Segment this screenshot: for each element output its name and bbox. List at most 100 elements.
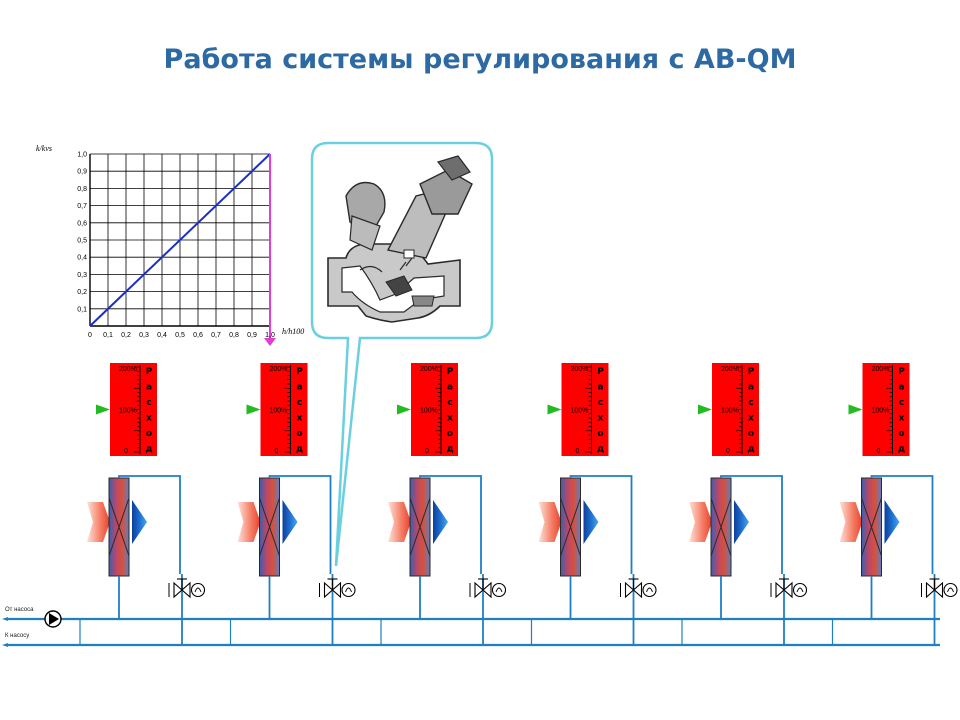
hot-air-arrow [839,502,863,542]
gauge-word-letter: о [146,429,152,439]
flow-gauge-body [561,363,609,456]
valve-actuator [642,582,657,598]
control-valve-icon [770,578,808,599]
position-marker-arrow [264,338,276,346]
gauge-word-letter: д [747,445,754,455]
gauge-scale-mid: 100% [119,408,137,415]
heat-exchanger-icon [87,477,147,577]
flow-indicator-arrow [547,404,562,415]
exchanger-diagonal [560,497,581,557]
gauge-word-letter: с [447,398,452,408]
exchanger-diagonal [108,497,130,557]
control-valve-icon [921,578,958,599]
pipe-network: От насоса К насосу 200%100%0Расход200%10… [2,363,958,647]
flow-gauge-body [712,363,759,456]
gauge-scale-top: 200% [872,366,890,373]
gauge-scale-top: 200% [571,366,589,373]
x-tick-label: 0,6 [193,332,203,339]
valve-actuator-mark [646,587,653,593]
x-tick-label: 0,2 [121,332,131,339]
gauge-word-letter: д [898,445,905,455]
gauge-word-letter: с [146,398,151,408]
heat-exchanger-icon [538,477,599,577]
valve-actuator [190,582,206,598]
valve-actuator-mark [194,587,202,593]
cold-air-arrow [583,500,599,544]
valve-actuator-mark [947,587,954,593]
gauge-scale-bottom: 0 [576,448,580,455]
hot-air-arrow [538,502,562,542]
gauge-word-letter: о [296,429,302,439]
heat-exchanger-icon [237,477,298,577]
hot-air-arrow [87,502,110,542]
exchanger-diagonal [710,497,732,557]
y-tick-label: 0,1 [77,306,87,313]
flow-indicator-arrow [848,404,863,415]
gauge-word-letter: а [296,383,302,393]
gauge-word-letter: д [145,445,152,455]
y-tick-label: 0,6 [77,220,87,227]
return-pipe-label: К насосу [5,633,29,639]
valve-actuator-mark [345,587,352,593]
unit-piping [831,475,936,645]
gauge-word-letter: о [898,429,904,439]
gauge-word-letter: Р [748,367,755,377]
flow-gauge-body [862,363,910,456]
gauge-word-letter: д [296,445,303,455]
heat-exchanger-icon [689,477,749,577]
gauge-word-letter: Р [597,367,604,377]
supply-pipe-label: От насоса [5,607,34,613]
unit-pipe-top [870,475,934,574]
gauge-word-letter: а [447,383,453,393]
page-title: Работа системы регулирования с AB-QM [163,44,797,75]
gauge-word-letter: с [598,398,603,408]
gauge-word-letter: а [146,383,152,393]
gauge-word-letter: Р [447,367,454,377]
valve-actuator-mark [495,587,503,593]
x-tick-label: 0,9 [247,332,257,339]
x-axis-label: h/h100 [282,327,304,336]
x-tick-label: 0,7 [211,332,221,339]
heat-exchanger-icon [388,477,448,577]
y-tick-label: 1,0 [77,152,87,159]
gauge-scale-bottom: 0 [275,448,279,455]
gauge-scale-mid: 100% [721,408,739,415]
control-valve-icon [469,578,507,599]
series-line [89,153,271,327]
gauge-word-letter: х [297,414,303,424]
x-tick-label: 0 [88,332,92,339]
gauge-word-letter: х [598,414,604,424]
heat-exchanger-icon [839,477,900,577]
gauge-word-letter: д [597,445,604,455]
flow-gauge-body [260,363,308,456]
unit-pipe-top [118,475,181,574]
valve-actuator-mark [796,587,804,593]
cold-air-arrow [734,500,749,544]
y-tick-label: 0,8 [77,186,87,193]
flow-indicator-arrow [397,404,411,415]
y-axis-label: k/kvs [36,144,52,153]
gauge-word-letter: х [899,414,905,424]
exchanger-diagonal [861,497,882,557]
gauge-word-letter: с [899,398,904,408]
gauge-word-letter: о [447,429,453,439]
unit-pipe-top [419,475,482,574]
gauge-scale-top: 200% [721,366,739,373]
y-tick-label: 0,5 [77,238,87,245]
control-valve-icon [620,578,657,599]
gauge-word-letter: о [748,429,754,439]
control-valve-icon [168,578,206,599]
gauge-word-letter: х [447,414,453,424]
control-valve-icon [319,578,356,599]
gauge-scale-top: 200% [420,366,438,373]
